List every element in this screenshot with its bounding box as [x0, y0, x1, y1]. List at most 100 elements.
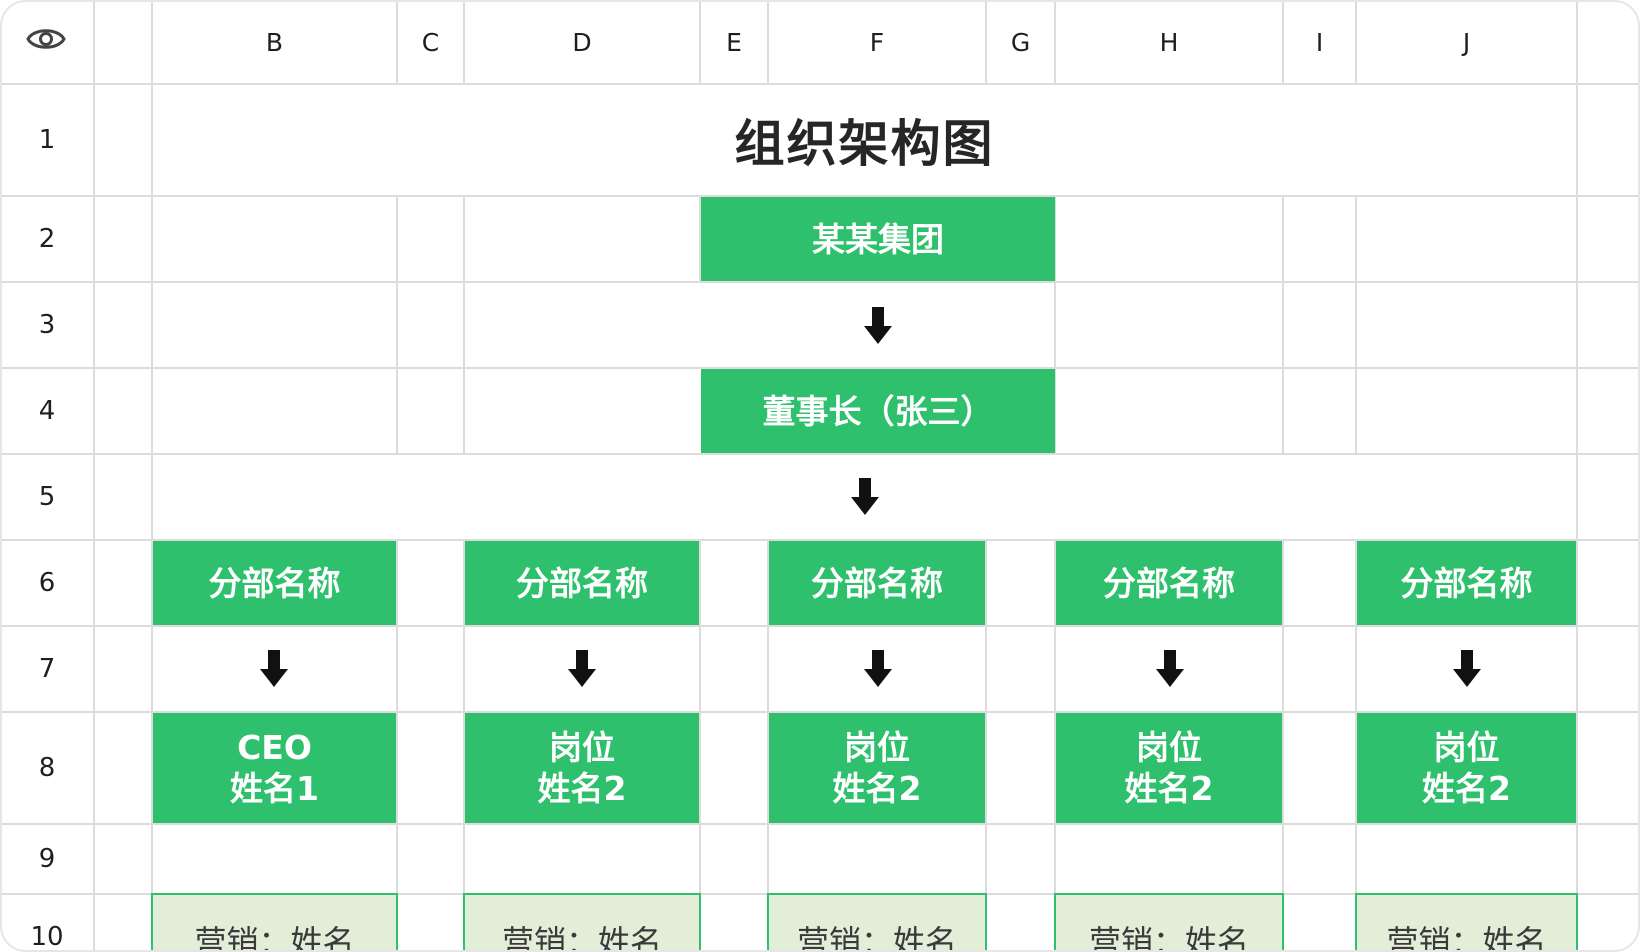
- grid-line: [767, 539, 769, 952]
- branch-name: 分部名称: [1400, 563, 1533, 603]
- row-header-5[interactable]: 5: [38, 482, 56, 512]
- column-header-c[interactable]: C: [421, 27, 440, 57]
- branch-name: 分部名称: [516, 563, 648, 603]
- branch-box[interactable]: 分部名称: [769, 541, 985, 625]
- grid-line: [1355, 0, 1357, 84]
- grid-line: [0, 711, 1640, 713]
- grid-line: [699, 367, 701, 368]
- column-header-h[interactable]: H: [1159, 27, 1179, 57]
- position-person: 姓名2: [1124, 769, 1214, 808]
- grid-line: [1355, 539, 1357, 952]
- staff-cell[interactable]: 营销：姓名: [1054, 893, 1284, 952]
- staff-note: 营销：姓名: [1386, 923, 1547, 952]
- staff-cell[interactable]: 营销：姓名: [767, 893, 987, 952]
- row-header-1[interactable]: 1: [38, 125, 56, 155]
- group-box[interactable]: 某某集团: [701, 197, 1055, 281]
- position-role: 岗位: [1136, 728, 1202, 767]
- grid-line: [1282, 195, 1284, 455]
- row-header-8[interactable]: 8: [38, 753, 56, 783]
- column-header-i[interactable]: I: [1315, 27, 1324, 57]
- position-person: 姓名2: [1422, 769, 1511, 808]
- group-label: 某某集团: [812, 219, 944, 259]
- grid-line: [699, 539, 701, 952]
- grid-line: [0, 539, 1640, 541]
- grid-line: [1576, 0, 1578, 952]
- position-person: 姓名2: [832, 769, 922, 808]
- branch-box[interactable]: 分部名称: [465, 541, 699, 625]
- column-header-j[interactable]: J: [1462, 27, 1471, 57]
- grid-line: [1355, 195, 1357, 455]
- position-box[interactable]: 岗位 姓名2: [1056, 713, 1282, 823]
- row-header-9[interactable]: 9: [38, 844, 56, 874]
- grid-line: [1282, 0, 1284, 84]
- grid-line: [151, 0, 153, 952]
- staff-cell[interactable]: 营销：姓名: [463, 893, 701, 952]
- chairman-box[interactable]: 董事长（张三）: [701, 369, 1055, 453]
- staff-cell[interactable]: 营销：姓名: [151, 893, 398, 952]
- grid-line: [0, 625, 1640, 627]
- grid-line: [463, 195, 465, 455]
- grid-line: [0, 367, 1640, 369]
- grid-line: [463, 539, 465, 952]
- arrow-down-icon: [864, 307, 892, 344]
- position-box[interactable]: 岗位 姓名2: [465, 713, 699, 823]
- staff-cell[interactable]: 营销：姓名: [1355, 893, 1578, 952]
- grid-line: [396, 0, 398, 84]
- column-header-b[interactable]: B: [265, 27, 284, 57]
- grid-line: [699, 195, 701, 282]
- position-box[interactable]: CEO 姓名1: [153, 713, 396, 823]
- row-header-4[interactable]: 4: [38, 396, 56, 426]
- grid-line: [0, 83, 1640, 85]
- row-header-7[interactable]: 7: [38, 654, 56, 684]
- position-role: 岗位: [1433, 728, 1500, 767]
- grid-line: [1054, 195, 1056, 455]
- row-header-6[interactable]: 6: [38, 568, 56, 598]
- grid-line: [985, 539, 987, 952]
- staff-note: 营销：姓名: [194, 923, 355, 952]
- position-role: 岗位: [844, 728, 910, 767]
- position-person: 姓名2: [537, 769, 627, 808]
- row-header-2[interactable]: 2: [38, 224, 56, 254]
- branch-box[interactable]: 分部名称: [1357, 541, 1576, 625]
- position-person: 姓名1: [230, 769, 319, 808]
- grid-line: [1054, 539, 1056, 952]
- position-box[interactable]: 岗位 姓名2: [769, 713, 985, 823]
- grid-line: [767, 0, 769, 84]
- branch-name: 分部名称: [208, 563, 341, 603]
- grid-line: [0, 823, 1640, 825]
- row-header-10[interactable]: 10: [30, 922, 64, 952]
- chairman-label: 董事长（张三）: [762, 391, 994, 431]
- column-header-f[interactable]: F: [869, 27, 885, 57]
- grid-line: [463, 0, 465, 84]
- arrow-down-icon: [864, 650, 892, 687]
- eye-icon[interactable]: [26, 23, 66, 55]
- branch-box[interactable]: 分部名称: [153, 541, 396, 625]
- chart-title[interactable]: 组织架构图: [734, 115, 995, 173]
- arrow-down-icon: [851, 478, 879, 515]
- branch-name: 分部名称: [811, 563, 943, 603]
- grid-line: [0, 195, 1640, 197]
- arrow-down-icon: [568, 650, 596, 687]
- grid-line: [0, 453, 1640, 455]
- grid-line: [396, 195, 398, 455]
- grid-line: [699, 0, 701, 84]
- staff-note: 营销：姓名: [501, 923, 662, 952]
- column-header-d[interactable]: D: [572, 27, 592, 57]
- arrow-down-icon: [1156, 650, 1184, 687]
- arrow-down-icon: [260, 650, 288, 687]
- column-header-g[interactable]: G: [1010, 27, 1031, 57]
- grid-line: [93, 0, 95, 952]
- position-box[interactable]: 岗位 姓名2: [1357, 713, 1576, 823]
- position-role: 岗位: [549, 728, 615, 767]
- branch-name: 分部名称: [1103, 563, 1235, 603]
- staff-note: 营销：姓名: [1088, 923, 1249, 952]
- row-header-3[interactable]: 3: [38, 310, 56, 340]
- grid-line: [0, 281, 1640, 283]
- branch-box[interactable]: 分部名称: [1056, 541, 1282, 625]
- arrow-down-icon: [1453, 650, 1481, 687]
- column-header-e[interactable]: E: [726, 27, 742, 57]
- grid-line: [396, 539, 398, 952]
- position-role: CEO: [237, 728, 312, 767]
